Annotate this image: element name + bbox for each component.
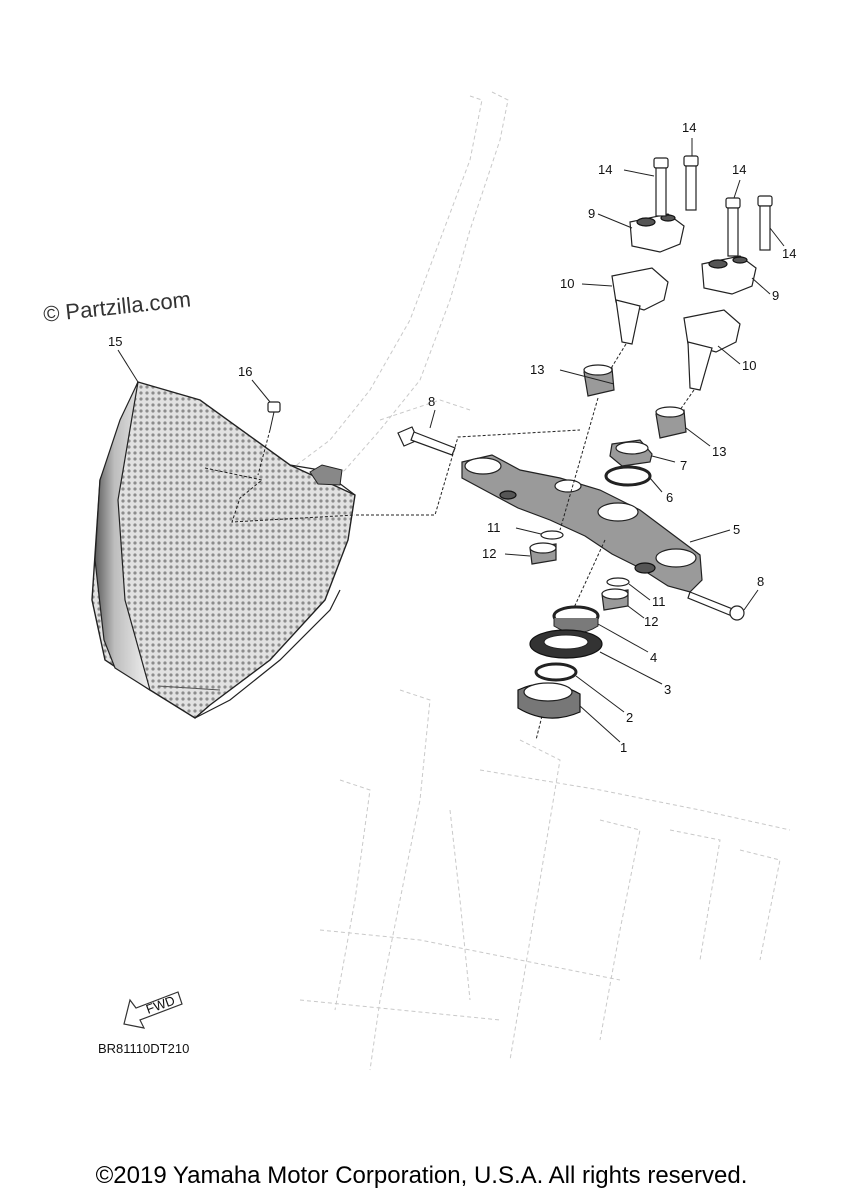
- callout-5: 5: [733, 522, 740, 537]
- copyright-notice: ©2019 Yamaha Motor Corporation, U.S.A. A…: [95, 1162, 748, 1189]
- callout-labels: 1 2 3 4 5 6 7 8 8 9 9 10 10 11 11 12 12 …: [108, 120, 796, 755]
- callout-14-b: 14: [682, 120, 696, 135]
- callout-1: 1: [620, 740, 627, 755]
- handlebar-holder-upper-part-9-right: [701, 255, 757, 295]
- bolt-part-16: [257, 401, 281, 476]
- callout-4: 4: [650, 650, 657, 665]
- callout-16: 16: [238, 364, 252, 379]
- callout-10-left: 10: [560, 276, 574, 291]
- handlebar-holder-lower-part-10-right: [679, 309, 741, 411]
- fwd-arrow-icon: FWD: [123, 991, 183, 1029]
- frame-ghost-outline: [289, 91, 791, 1071]
- diagram-code: BR81110DT210: [98, 1041, 190, 1056]
- bolt-part-14-b: [683, 138, 699, 211]
- washer-part-11-left: [515, 527, 564, 540]
- bearing-part-3: [529, 629, 663, 685]
- callout-14-c: 14: [732, 162, 746, 177]
- callout-6: 6: [666, 490, 673, 505]
- callout-11-right: 11: [652, 594, 666, 609]
- callout-10-right: 10: [742, 358, 756, 373]
- bolt-part-14-a: [623, 157, 669, 217]
- handlebar-holder-lower-part-10-left: [609, 267, 669, 371]
- bolt-part-8-left: [356, 426, 581, 516]
- washer-part-11-right: [606, 577, 651, 601]
- nut-part-12-right: [601, 588, 645, 619]
- callout-3: 3: [664, 682, 671, 697]
- bearing-race-part-1: [517, 682, 621, 743]
- callout-14-a: 14: [598, 162, 612, 177]
- bolt-part-14-d: [757, 195, 785, 251]
- stem-centerline: [535, 397, 606, 741]
- callout-12-right: 12: [644, 614, 658, 629]
- bolt-part-8-right: [687, 589, 759, 621]
- callout-9-right: 9: [772, 288, 779, 303]
- callout-11-left: 11: [487, 520, 501, 535]
- damper-part-13-left: [559, 364, 615, 397]
- washer-part-6: [604, 465, 663, 493]
- callout-15: 15: [108, 334, 122, 349]
- callout-13-left: 13: [530, 362, 544, 377]
- callout-2: 2: [626, 710, 633, 725]
- seal-part-2: [534, 662, 625, 713]
- fwd-label: FWD: [144, 993, 177, 1017]
- callout-13-right: 13: [712, 444, 726, 459]
- handlebar-holder-upper-part-9-left: [629, 213, 685, 253]
- damper-part-13-right: [655, 406, 711, 447]
- headlight-cover-part-15: [91, 381, 356, 719]
- upper-triple-clamp-part-5: [461, 454, 703, 593]
- callout-8-left: 8: [428, 394, 435, 409]
- nut-part-12-left: [504, 542, 557, 565]
- callout-12-left: 12: [482, 546, 496, 561]
- bolt-part-14-c: [725, 179, 741, 257]
- callout-14-d: 14: [782, 246, 796, 261]
- callout-9-left: 9: [588, 206, 595, 221]
- nut-part-7: [609, 439, 676, 467]
- callout-8-right: 8: [757, 574, 764, 589]
- callout-7: 7: [680, 458, 687, 473]
